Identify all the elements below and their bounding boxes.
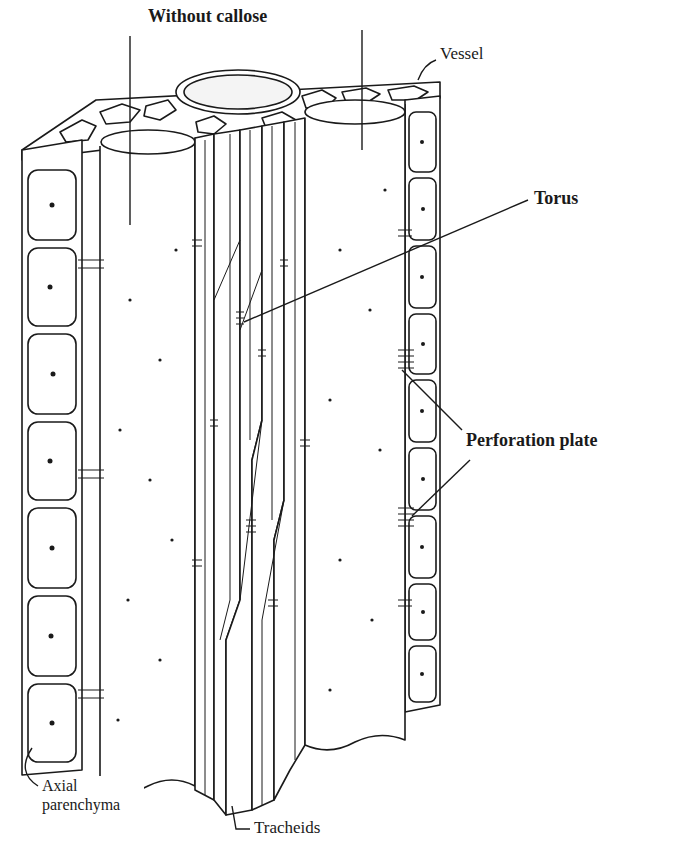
parenchyma-cell: [28, 684, 76, 762]
part-label: Perforation plate: [464, 430, 599, 452]
tracheid: [274, 118, 305, 800]
leader-line: [232, 806, 250, 829]
leader-line: [412, 460, 470, 516]
parenchyma-strip: [22, 140, 82, 775]
parenchyma-cell: [409, 314, 436, 374]
top-cell: [60, 120, 96, 142]
parenchyma-cell: [409, 112, 436, 172]
part-label: Torus: [532, 188, 580, 210]
vessel-cross-section: [176, 70, 300, 114]
parenchyma-cell: [409, 584, 436, 640]
parenchyma-cell: [409, 646, 436, 702]
part-label: Without callose: [146, 6, 269, 28]
parenchyma-cell: [409, 448, 436, 510]
leader-line: [361, 30, 362, 150]
parenchyma-cell: [28, 422, 76, 500]
parenchyma-cell: [28, 170, 76, 240]
part-label: Vessel: [438, 44, 485, 64]
parenchyma-cell: [28, 248, 76, 326]
parenchyma-strip: [405, 96, 440, 712]
top-cell: [196, 116, 226, 134]
parenchyma-cell: [28, 596, 76, 676]
leader-line: [25, 748, 38, 786]
parenchyma-cell: [28, 508, 76, 588]
parenchyma-cell: [28, 334, 76, 414]
vessel-lumen: [184, 75, 292, 109]
vessel-opening: [305, 100, 405, 124]
vessel-opening: [101, 130, 195, 154]
tracheid: [195, 134, 214, 800]
part-label: Tracheids: [252, 818, 322, 838]
leader-line: [402, 370, 462, 430]
parenchyma-cell: [409, 246, 436, 308]
leader-line: [418, 60, 436, 80]
vessel: [100, 138, 195, 794]
parenchyma-cell: [409, 516, 436, 578]
part-label: Axial parenchyma: [40, 776, 144, 814]
parenchyma-cell: [409, 178, 436, 240]
top-cell: [100, 104, 140, 124]
parenchyma-cell: [409, 380, 436, 442]
vessel: [305, 104, 405, 750]
leader-line: [129, 36, 130, 225]
leader-line: [244, 200, 528, 322]
top-cell: [144, 100, 176, 120]
